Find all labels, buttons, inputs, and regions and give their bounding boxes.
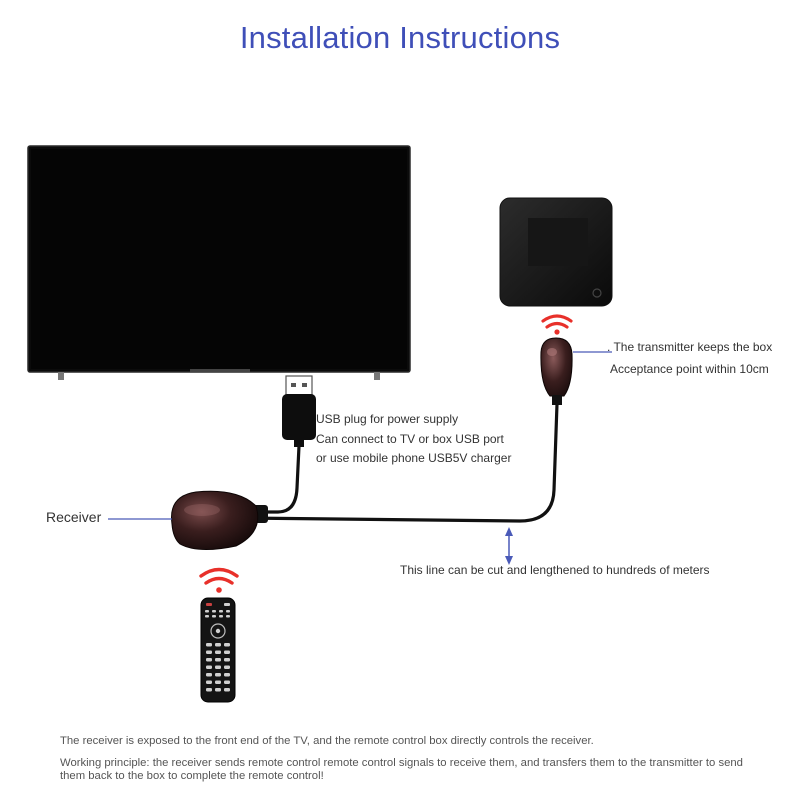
remote-button xyxy=(205,610,209,613)
usb-cable xyxy=(260,444,301,514)
remote-control-icon xyxy=(200,597,236,703)
remote-button xyxy=(210,623,226,639)
remote-signal-icon xyxy=(199,567,239,593)
remote-button xyxy=(224,650,230,654)
transmitter-label: . The transmitter keeps the box xyxy=(607,340,773,354)
usb-port-label: Can connect to TV or box USB port xyxy=(316,432,504,446)
remote-button xyxy=(206,665,212,669)
footer-note: The receiver is exposed to the front end… xyxy=(60,735,594,747)
cable-length-label: This line can be cut and lengthened to h… xyxy=(400,563,710,577)
remote-button xyxy=(212,610,216,613)
remote-button xyxy=(226,615,230,618)
remote-button xyxy=(226,610,230,613)
remote-button xyxy=(215,673,221,677)
remote-button xyxy=(215,658,221,662)
remote-button xyxy=(219,615,223,618)
remote-button xyxy=(215,628,221,634)
remote-button xyxy=(224,643,230,647)
page-title: Installation Instructions xyxy=(239,20,561,55)
usb-charger-label: or use mobile phone USB5V charger xyxy=(316,451,512,465)
remote-button xyxy=(206,643,212,647)
receiver-label: Receiver xyxy=(46,509,102,525)
remote-button xyxy=(219,610,223,613)
working-principle-line-2: them back to the box to complete the rem… xyxy=(60,770,324,782)
remote-button xyxy=(224,680,230,684)
remote-button xyxy=(224,665,230,669)
remote-button xyxy=(215,643,221,647)
remote-button xyxy=(206,603,212,606)
tv-box-icon xyxy=(499,197,613,307)
remote-button xyxy=(224,658,230,662)
remote-button xyxy=(206,688,212,692)
remote-button xyxy=(212,615,216,618)
tv-icon xyxy=(27,145,411,380)
remote-button xyxy=(215,650,221,654)
working-principle-line-1: Working principle: the receiver sends re… xyxy=(60,757,743,769)
remote-button xyxy=(205,615,209,618)
usb-plug-icon xyxy=(282,375,316,447)
remote-button xyxy=(206,673,212,677)
remote-button xyxy=(215,665,221,669)
remote-button xyxy=(206,680,212,684)
transmitter-signal-icon xyxy=(541,314,573,335)
remote-button xyxy=(224,603,230,606)
remote-button xyxy=(206,650,212,654)
remote-button xyxy=(224,673,230,677)
transmitter-icon xyxy=(540,337,573,405)
usb-plug-label: USB plug for power supply xyxy=(316,412,459,426)
remote-button xyxy=(215,680,221,684)
acceptance-point-label: Acceptance point within 10cm xyxy=(610,362,769,376)
remote-button xyxy=(206,658,212,662)
extension-cable xyxy=(244,402,559,523)
remote-button xyxy=(224,688,230,692)
remote-button xyxy=(215,688,221,692)
receiver-icon xyxy=(171,490,268,550)
double-arrow-icon xyxy=(505,527,513,565)
